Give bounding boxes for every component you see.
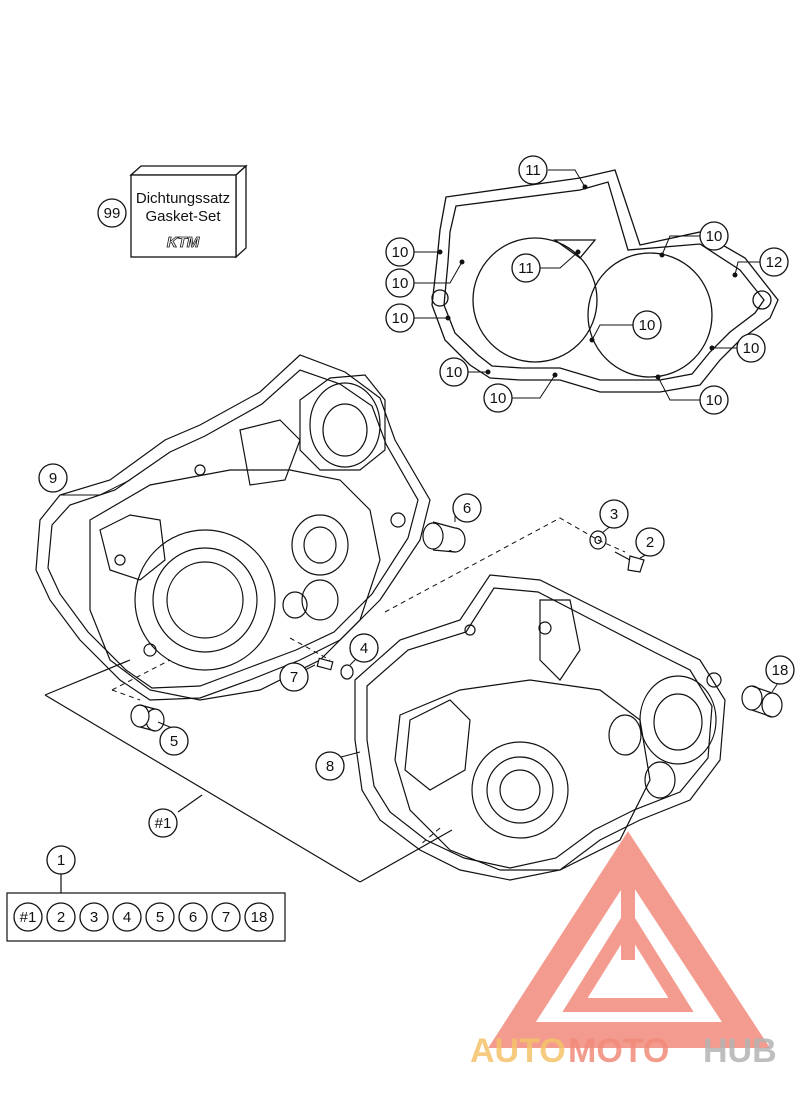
callout-8: 8	[326, 758, 334, 775]
callout-10-f: 10	[706, 228, 723, 245]
set-legend-item: 3	[90, 909, 98, 926]
callout-1: 1	[57, 852, 65, 869]
callout-10-b: 10	[392, 275, 409, 292]
crankcase-half-right	[354, 574, 726, 881]
set-bracket	[44, 659, 453, 883]
clutch-cover-gasket	[431, 169, 779, 393]
callout-set: #1	[155, 815, 172, 832]
watermark-moto: MOTO	[568, 1032, 669, 1070]
callout-labels: 99 11 11 10 10 10 10 10 10 10 10 10 12 9…	[49, 162, 789, 869]
callout-10-i: 10	[706, 392, 723, 409]
assembly-lines	[111, 517, 626, 846]
callout-11-inner: 11	[518, 260, 534, 277]
gasket-set-box: Dichtungssatz Gasket-Set KTM	[129, 164, 248, 259]
callout-10-d: 10	[446, 364, 463, 381]
set-legend-bubble	[145, 902, 175, 932]
callout-6: 6	[463, 500, 471, 517]
callout-99: 99	[104, 205, 121, 222]
set-legend-item: 2	[57, 909, 65, 926]
set-legend-item: 7	[222, 909, 230, 926]
callout-bubbles	[38, 155, 795, 875]
gasket-box-line2: Gasket-Set	[145, 208, 221, 225]
bushing-part-6	[422, 521, 466, 553]
callout-18: 18	[772, 662, 789, 679]
set-legend-item: 6	[189, 909, 197, 926]
set-legend-item: #1	[20, 909, 37, 926]
callout-10-h: 10	[743, 340, 760, 357]
set-legend-item: 18	[251, 909, 268, 926]
set-legend-bubble	[13, 902, 43, 932]
callout-4: 4	[360, 640, 368, 657]
pin-part-4-7	[316, 657, 354, 680]
ktm-logo: KTM	[167, 234, 200, 251]
watermark-auto: AUTO	[470, 1032, 566, 1070]
gasket-box-line1: Dichtungssatz	[136, 190, 230, 207]
set-legend-item: 5	[156, 909, 164, 926]
callout-10-e: 10	[490, 390, 507, 407]
set-legend-bubble	[46, 902, 76, 932]
set-legend-bubble	[211, 902, 241, 932]
callout-10-c: 10	[392, 310, 409, 327]
watermark-hub: HUB	[703, 1032, 777, 1070]
callout-10-a: 10	[392, 244, 409, 261]
callout-3: 3	[610, 506, 618, 523]
set-legend-bubble	[178, 902, 208, 932]
bushing-part-5	[130, 704, 165, 732]
watermark-text: AUTO MOTO HUB	[470, 1032, 777, 1070]
watermark-logo	[488, 831, 771, 1048]
screw-part-2	[614, 551, 645, 573]
callout-12: 12	[766, 254, 783, 271]
set-legend-bubble	[244, 902, 274, 932]
callout-10-g: 10	[639, 317, 656, 334]
set-legend-bubble	[112, 902, 142, 932]
gasket-dot-markers	[437, 184, 738, 380]
set-legend-bubble	[79, 902, 109, 932]
set-legend-items: #1 2 3 4 5 6 7 18	[13, 902, 274, 932]
set-legend-item: 4	[123, 909, 131, 926]
callout-2: 2	[646, 534, 654, 551]
callout-7: 7	[290, 669, 298, 686]
callout-leaders	[60, 169, 781, 761]
crankcase-half-left	[35, 354, 431, 701]
callout-11-top: 11	[525, 162, 541, 179]
plug-part-18	[741, 685, 783, 718]
callout-9: 9	[49, 470, 57, 487]
callout-5: 5	[170, 733, 178, 750]
set-legend: #1 2 3 4 5 6 7 18	[6, 874, 286, 942]
